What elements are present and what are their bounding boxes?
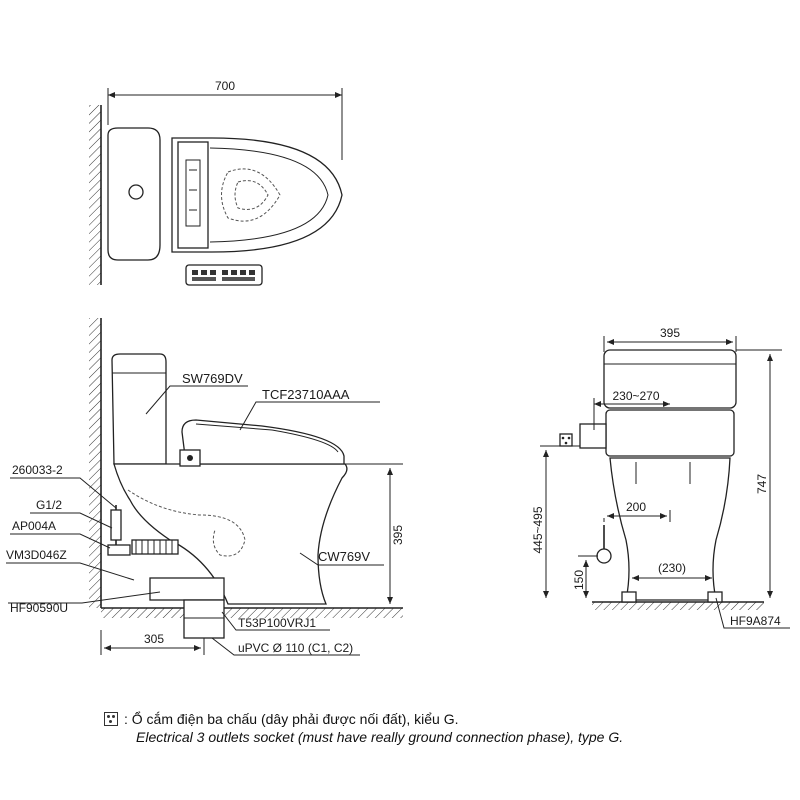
bolt-left	[621, 591, 637, 603]
remote-buttons	[192, 270, 255, 281]
bowl-drain	[234, 180, 269, 210]
note-vietnamese: : Ổ cắm điện ba chấu (dây phải được nối …	[124, 711, 459, 727]
top-view: 700	[89, 79, 343, 286]
leader-bowl	[299, 552, 384, 566]
flush-button	[128, 184, 144, 200]
leader-flange	[221, 611, 330, 631]
leader-hf90590u	[8, 591, 161, 604]
label-g12: G1/2	[36, 498, 62, 512]
leader-vm3d046z	[6, 562, 135, 581]
seat-top	[171, 137, 343, 253]
seat-side	[181, 419, 345, 465]
seat-controls	[185, 159, 201, 227]
dim-395: 395	[391, 525, 405, 545]
bowl-front	[609, 457, 731, 601]
wall-hatch	[89, 318, 101, 608]
power-unit	[579, 423, 607, 449]
seat-front	[605, 409, 735, 457]
lid-line	[195, 423, 339, 453]
drain-pipe	[183, 599, 225, 639]
dim-230: (230)	[658, 561, 686, 575]
floor-hatch	[101, 608, 403, 618]
seat-hinge-unit	[177, 141, 209, 249]
leader-260033	[10, 477, 117, 509]
lid-outline	[209, 147, 329, 243]
label-pipe: uPVC Ø 110 (C1, C2)	[238, 641, 353, 655]
dim-395w: 395	[660, 326, 680, 340]
valve-body	[107, 544, 131, 556]
floor-flange	[149, 577, 225, 601]
socket-symbol-icon	[104, 712, 118, 726]
bowl-side	[113, 463, 348, 605]
leader-pipe	[211, 637, 360, 656]
wall-hatch	[89, 105, 101, 285]
dim-230-270: 230~270	[612, 389, 659, 403]
dim-150: 150	[572, 570, 586, 590]
dim-700: 700	[215, 79, 235, 93]
leader-ap004a	[10, 533, 111, 549]
leader-tank	[145, 385, 248, 415]
note-english: Electrical 3 outlets socket (must have r…	[136, 729, 624, 745]
label-tank: SW769DV	[182, 371, 243, 386]
tank-side	[111, 353, 167, 465]
leader-seat	[239, 401, 380, 431]
label-bolt: HF9A874	[730, 614, 781, 628]
label-seat: TCF23710AAA	[262, 387, 350, 402]
leader-bolt	[715, 597, 790, 629]
dim-747: 747	[755, 474, 769, 494]
label-flange: T53P100VRJ1	[238, 616, 316, 630]
label-hf90590u: HF90590U	[10, 601, 68, 615]
floor-hatch	[592, 602, 764, 610]
angle-valve	[110, 509, 122, 541]
bolt-right	[707, 591, 723, 603]
bowl-opening	[221, 168, 281, 222]
side-view: 395 305 SW769DV TCF23710AAA 260033-2 G1/…	[6, 318, 405, 656]
dim-200: 200	[626, 500, 646, 514]
dim-305: 305	[144, 632, 164, 646]
label-ap004a: AP004A	[12, 519, 56, 533]
label-vm3d046z: VM3D046Z	[6, 548, 67, 562]
leader-g12	[30, 512, 113, 529]
outlet-adapter	[131, 539, 179, 555]
front-view: 395 230~270 747 445~495 200 150 (230) HF…	[531, 326, 790, 629]
socket-note: : Ổ cắm điện ba chấu (dây phải được nối …	[104, 710, 784, 746]
dim-445-495: 445~495	[531, 506, 545, 553]
supply-valve	[596, 548, 612, 564]
label-260033: 260033-2	[12, 463, 63, 477]
label-bowl: CW769V	[318, 549, 370, 564]
